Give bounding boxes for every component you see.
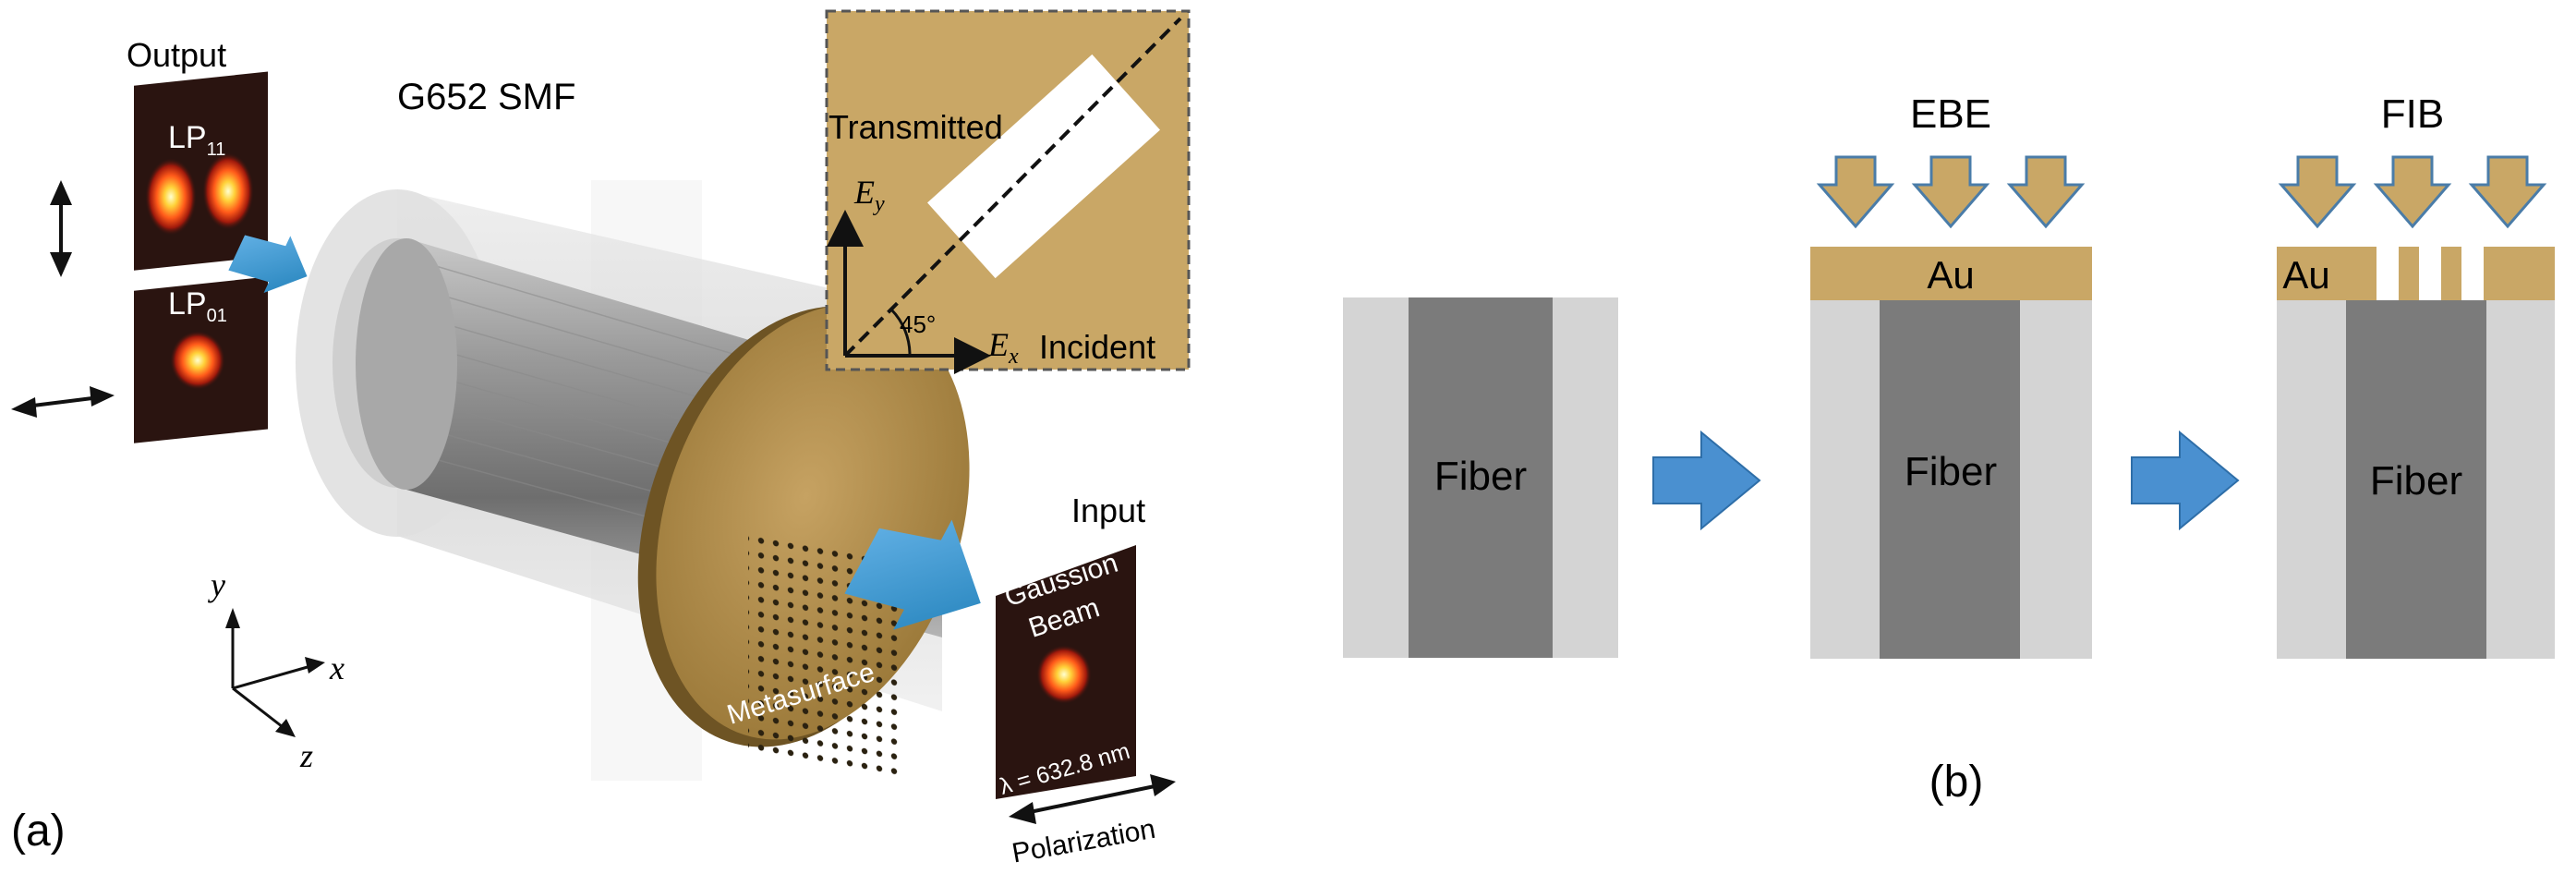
axis-z-label: z: [299, 737, 313, 774]
gold-layer: [1810, 247, 2092, 300]
process-arrow-2: [2131, 430, 2240, 531]
panel-b: Fiber EBE Au Fiber FIB: [1343, 91, 2555, 807]
fiber-label-1: Fiber: [1434, 454, 1527, 499]
step-fib: FIB Au Fiber: [2277, 91, 2555, 659]
panel-a-label: (a): [11, 807, 66, 856]
input-title: Input: [1071, 492, 1145, 529]
au-label-ebe: Au: [1927, 253, 1974, 297]
milling-arrows: [2278, 155, 2547, 229]
mode-lp01: LP01: [134, 276, 268, 443]
angle-arc: [889, 308, 912, 357]
output-beam-arrow: [228, 235, 308, 294]
polarization-inset: 45° Transmitted Ey Ex Incident: [825, 9, 1191, 374]
incident-label: Incident: [1039, 328, 1155, 366]
input-beam-panel: Gaussion Beam λ = 632.8 nm: [996, 545, 1136, 800]
mode-lp11: LP11: [134, 71, 268, 271]
fiber-label-2: Fiber: [1905, 449, 1997, 494]
fiber-label-3: Fiber: [2370, 458, 2462, 504]
ebe-title: EBE: [1910, 91, 1991, 137]
vertical-polarization-icon: [50, 180, 72, 277]
deposition-arrows: [1816, 155, 2086, 229]
patterned-gold-layer: [2277, 247, 2555, 300]
au-label-fib: Au: [2282, 253, 2329, 297]
input-polarization-icon: [1009, 774, 1176, 824]
axis-y-label: y: [208, 566, 225, 603]
step-ebe: EBE Au Fiber: [1810, 91, 2092, 659]
fiber-title: G652 SMF: [397, 77, 575, 117]
panel-a: Metasurface 45° Transmitted Ey Ex Incide…: [11, 9, 1191, 869]
transmitted-label: Transmitted: [828, 108, 1003, 146]
ey-label: Ey: [853, 174, 885, 216]
step-bare-fiber: Fiber: [1343, 297, 1618, 658]
horizontal-polarization-icon: [11, 386, 115, 418]
ex-label: Ex: [987, 326, 1019, 369]
lp01-label: LP01: [168, 286, 227, 326]
angle-label: 45°: [900, 310, 936, 338]
process-arrow-1: [1652, 430, 1761, 531]
lp11-label: LP11: [168, 120, 225, 160]
diagonal-axis: [843, 17, 1182, 358]
panel-b-label: (b): [1929, 758, 1984, 807]
fib-title: FIB: [2381, 91, 2444, 137]
output-title: Output: [127, 36, 226, 74]
slot-aperture: [927, 54, 1160, 279]
input-beam-arrow: [844, 519, 981, 630]
metasurface-disc: Metasurface: [637, 304, 970, 783]
coordinate-axes: y x z: [208, 566, 345, 774]
axis-x-label: x: [329, 649, 345, 686]
